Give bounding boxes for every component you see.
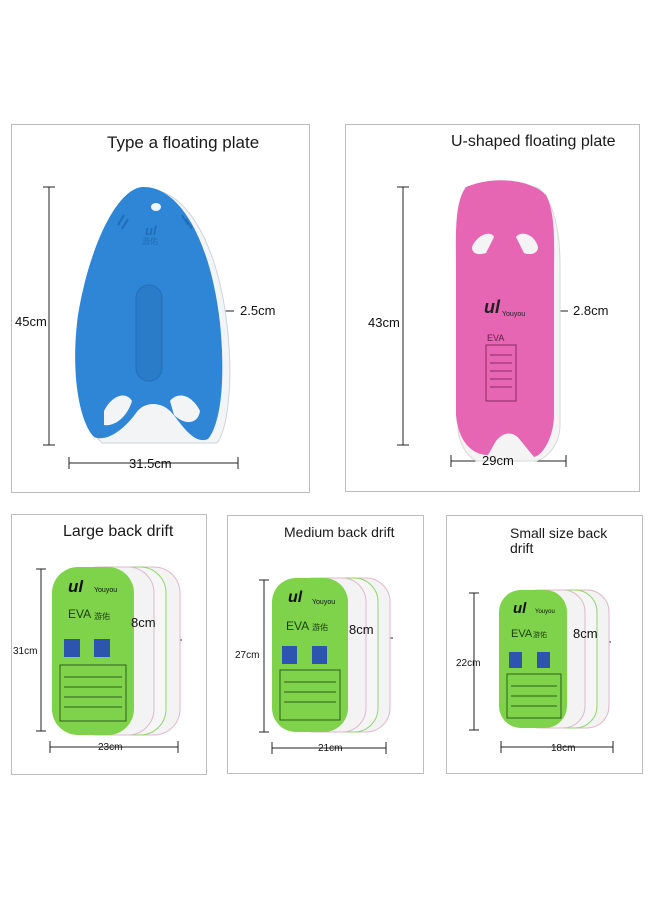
small-product-sub: 游佑 [533,632,547,639]
large-brand-sub: Youyou [94,587,118,594]
thickness-label: 8cm [573,626,598,641]
u-brand-sub: Youyou [502,311,526,318]
panel-type-a: Type a floating plate [11,124,310,493]
panel-title: Small size back drift [510,525,608,556]
u-brand-logo: ul [484,297,500,317]
thickness-label: 2.8cm [573,303,609,318]
height-label: 45cm [15,314,47,329]
panel-large-back-drift: Large back drift ul Youyou EVA 游佑 31cm 8… [11,514,207,775]
small-product-text: EVA [511,628,533,640]
height-label: 27cm [235,650,260,661]
thickness-label: 8cm [131,615,156,630]
height-label: 31cm [13,646,38,657]
small-brand-sub: Youyou [535,609,555,615]
panel-small-back-drift: Small size back drift ul Youyou EVA 游佑 2… [446,515,643,774]
panel-title: Type a floating plate [107,133,260,152]
large-product-text: EVA [68,607,92,621]
width-label: 23cm [98,742,123,753]
medium-brand-logo: ul [288,589,303,606]
width-label: 21cm [318,743,343,754]
panel-title: Large back drift [63,523,174,540]
large-product-sub: 游佑 [94,612,110,621]
large-brand-logo: ul [68,577,84,596]
height-label: 43cm [368,315,400,330]
type-a-brand-logo: ul [145,223,157,238]
u-product-text: EVA [487,333,505,343]
large-drift-image [36,566,182,753]
height-label: 22cm [456,658,481,669]
thickness-label: 8cm [349,622,374,637]
panel-u-shaped: U-shaped floating plate ul Youyou EVA [345,124,640,492]
medium-product-sub: 游佑 [312,623,328,632]
width-label: 29cm [482,453,514,468]
u-shaped-board-image [397,180,568,467]
type-a-board-image [43,186,239,469]
width-label: 18cm [551,743,576,754]
medium-drift-image [259,577,393,754]
thickness-label: 2.5cm [240,303,276,318]
panel-title: Medium back drift [284,524,395,540]
medium-brand-sub: Youyou [312,599,336,606]
medium-product-text: EVA [286,619,310,633]
small-brand-logo: ul [513,600,527,617]
panel-title: U-shaped floating plate [451,133,616,150]
type-a-brand-sub: 游佑 [142,237,158,246]
width-label: 31.5cm [129,456,172,471]
panel-medium-back-drift: Medium back drift ul Youyou EVA 游佑 27cm … [227,515,424,774]
small-drift-image [469,589,614,753]
